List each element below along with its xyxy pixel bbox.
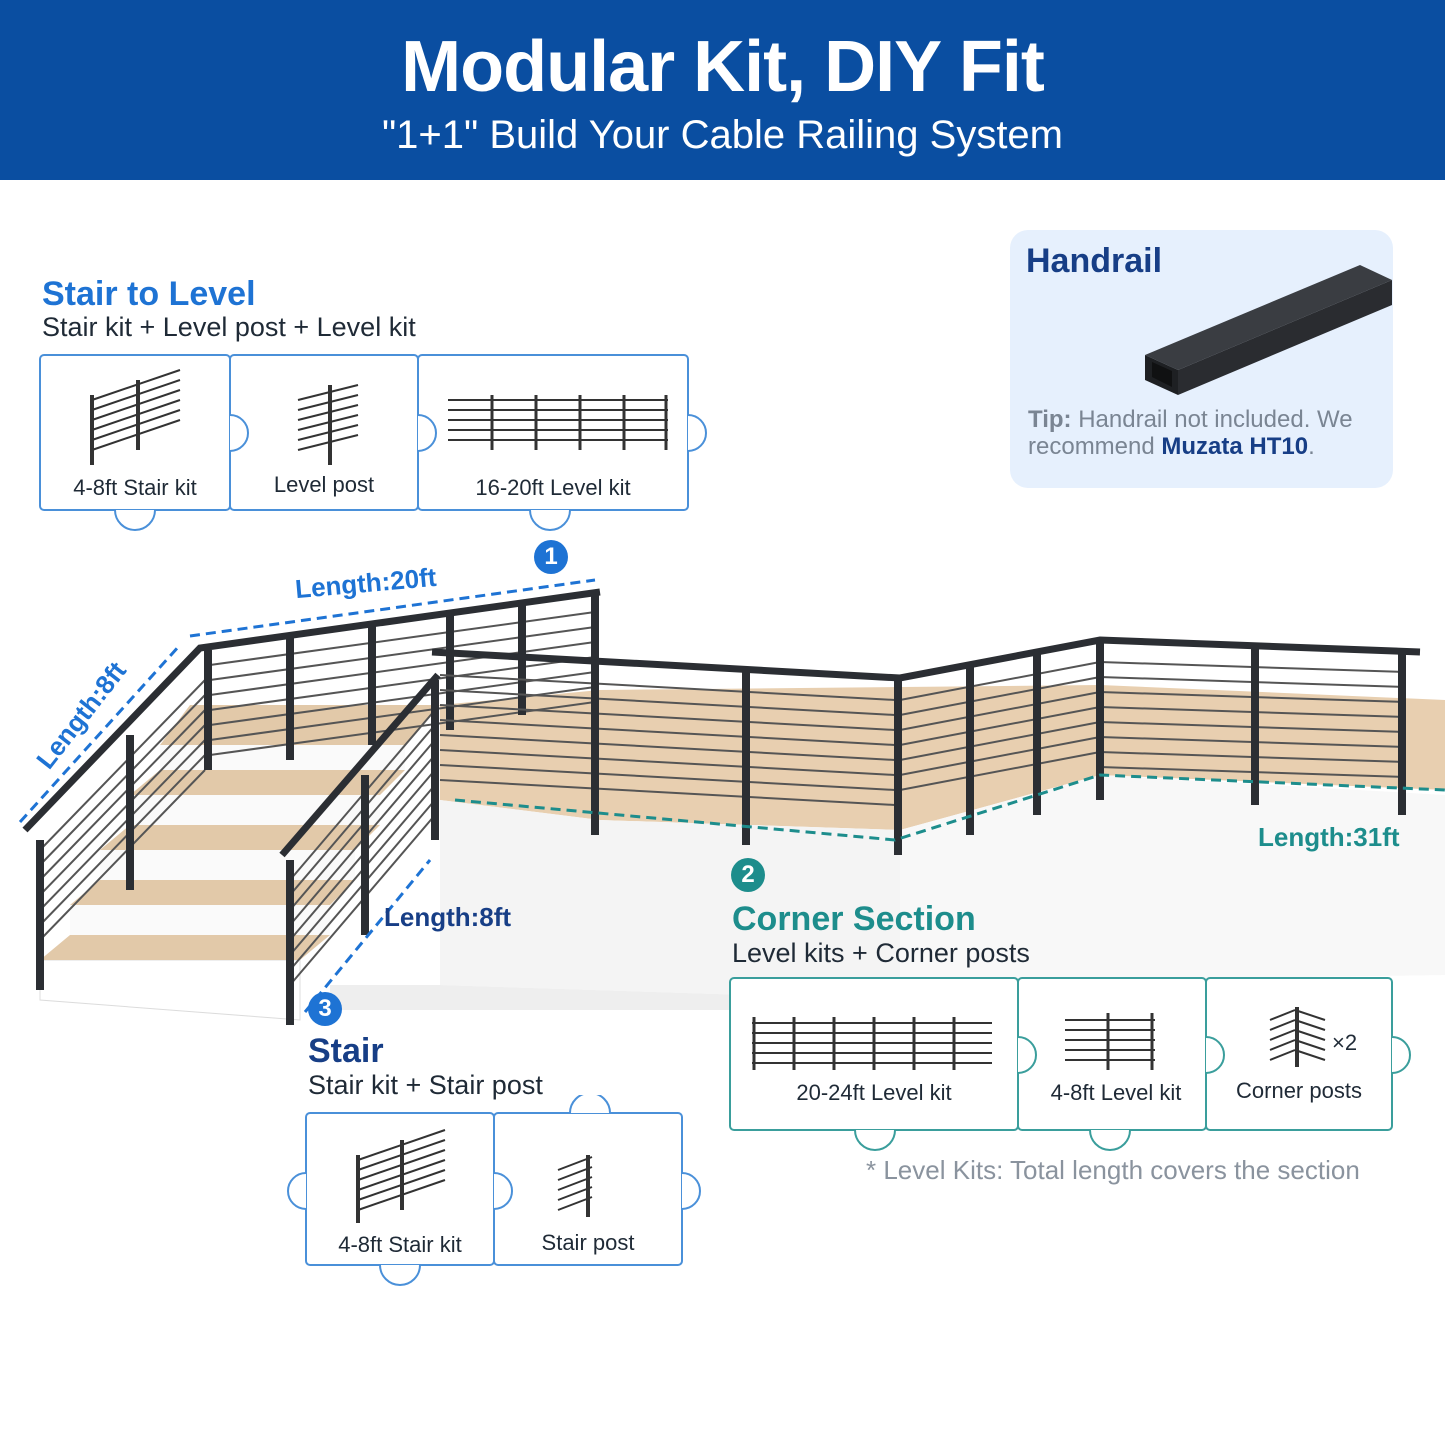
badge-2: 2 <box>731 858 765 892</box>
handrail-tip-text: Tip: Handrail not included. We recommend… <box>1028 406 1388 460</box>
card-level-post: Level post <box>273 472 375 497</box>
handrail-title: Handrail <box>1026 242 1163 280</box>
header-banner: Modular Kit, DIY Fit "1+1" Build Your Ca… <box>0 0 1445 180</box>
card-level-kit-16-20: 16-20ft Level kit <box>475 475 631 500</box>
railing-section-1 <box>22 588 601 990</box>
card-stair-kit-3: 4-8ft Stair kit <box>338 1232 462 1257</box>
corner-posts-multiplier: ×2 <box>1332 1030 1358 1055</box>
handrail-icon <box>1145 265 1392 395</box>
page-subtitle: "1+1" Build Your Cable Railing System <box>381 113 1063 157</box>
length-label-31ft: Length:31ft <box>1258 822 1400 852</box>
tip-link-muzata[interactable]: Muzata HT10 <box>1161 433 1309 460</box>
section-2-puzzle-cards <box>729 977 1411 1151</box>
railing-section-3 <box>279 672 441 1025</box>
card-level-kit-20-24: 20-24ft Level kit <box>796 1080 952 1105</box>
card-corner-posts: Corner posts <box>1236 1078 1362 1103</box>
railing-section-2 <box>431 636 1421 855</box>
section-3-puzzle-cards <box>287 1095 701 1286</box>
stairs <box>39 705 440 1021</box>
card-stair-kit-1: 4-8ft Stair kit <box>73 475 197 500</box>
badge-3: 3 <box>308 992 342 1026</box>
page-title: Modular Kit, DIY Fit <box>401 27 1045 107</box>
section-3-subtitle: Stair kit + Stair post <box>308 1070 543 1100</box>
card-level-kit-4-8: 4-8ft Level kit <box>1050 1080 1182 1105</box>
section-3-title: Stair <box>308 1032 384 1070</box>
section-2-subtitle: Level kits + Corner posts <box>732 938 1030 968</box>
section-2-title: Corner Section <box>732 900 976 938</box>
card-stair-post: Stair post <box>541 1230 635 1255</box>
handrail-tip-box: Handrail Tip: Handrail not included. We … <box>1010 230 1393 488</box>
section-1-subtitle: Stair kit + Level post + Level kit <box>42 312 416 342</box>
tip-label: Tip: <box>1028 406 1072 433</box>
level-kits-note: * Level Kits: Total length covers the se… <box>866 1155 1360 1185</box>
section-1-puzzle-cards <box>39 354 707 531</box>
section-1-title: Stair to Level <box>42 275 256 313</box>
tip-end: . <box>1308 433 1315 460</box>
tip-body: Handrail not included. We recommend <box>1028 406 1353 460</box>
length-label-8ft-stair: Length:8ft <box>384 902 512 932</box>
badge-1: 1 <box>534 540 568 574</box>
